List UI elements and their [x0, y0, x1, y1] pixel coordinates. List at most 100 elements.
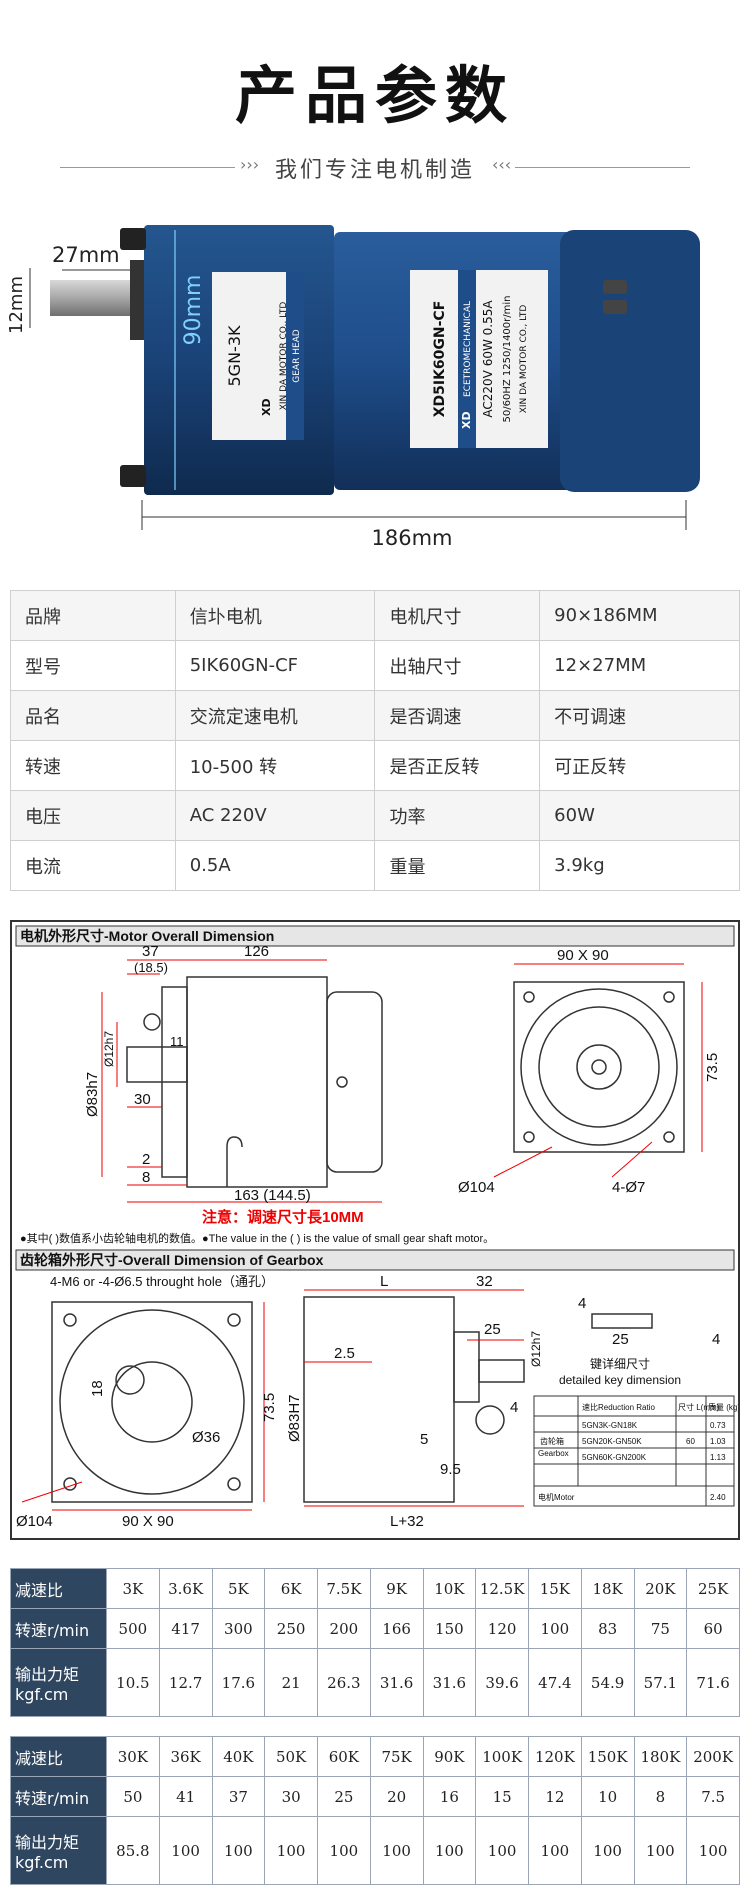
motor-label-brand: XD — [460, 411, 473, 429]
ratio-row-cell: 9K — [369, 1568, 424, 1609]
dim-2-5: 2.5 — [334, 1345, 355, 1362]
motor-note-red: 注意：调速尺寸長10MM — [202, 1208, 364, 1226]
speed-row-cell: 200 — [317, 1608, 371, 1649]
ratio-row-cell: 12.5K — [475, 1568, 529, 1609]
dim-163: 163 (144.5) — [234, 1187, 311, 1204]
mini-motor-label: 电机Motor — [538, 1492, 575, 1502]
motor-label-line1: ECETROMECHANICAL — [463, 301, 473, 397]
torque-row-label-line: kgf.cm — [15, 1853, 69, 1872]
torque-row-cell: 57.1 — [633, 1648, 688, 1717]
ratio-row-cell: 7.5K — [317, 1568, 371, 1609]
motor-note: ●其中( )数值系小齿轮轴电机的数值。●The value in the ( )… — [20, 1231, 494, 1245]
spec-key: 电机尺寸 — [374, 590, 541, 641]
spec-key: 品名 — [10, 690, 176, 741]
dim-90x90-motor: 90 X 90 — [557, 947, 609, 964]
motor-label-band — [458, 270, 476, 448]
speed-row-cell: 150 — [422, 1608, 477, 1649]
speed-row-cell: 500 — [106, 1608, 160, 1649]
torque-row-cell: 100 — [580, 1816, 635, 1885]
speed-row-cell: 300 — [211, 1608, 266, 1649]
dim-L32: L+32 — [390, 1513, 424, 1530]
dim-4-7: 4-Ø7 — [612, 1179, 645, 1196]
dim-11: 11 — [170, 1034, 184, 1049]
dim-83H7: Ø83H7 — [286, 1394, 303, 1442]
dimension-drawing: 电机外形尺寸-Motor Overall Dimension — [10, 920, 740, 1540]
dim-73-5-gear: 73.5 — [261, 1393, 278, 1422]
torque-row-cell: 21 — [264, 1648, 318, 1717]
speed-row-cell: 37 — [211, 1776, 266, 1817]
spec-value: 信圤电机 — [174, 590, 376, 641]
shaft — [50, 280, 132, 316]
speed-row-cell: 16 — [422, 1776, 477, 1817]
torque-row-label-line: 输出力矩 — [15, 1833, 80, 1852]
torque-row-cell: 100 — [633, 1816, 688, 1885]
spec-value: 可正反转 — [539, 740, 740, 791]
spec-row: 品名交流定速电机是否调速不可调速 — [10, 690, 740, 741]
spec-value: 3.9kg — [539, 840, 740, 891]
terminal — [603, 280, 627, 294]
speed-row-cell: 166 — [369, 1608, 424, 1649]
speed-row-cell: 120 — [475, 1608, 529, 1649]
dim-shaft-diameter: 12mm — [6, 276, 27, 334]
page-title: 产品参数 — [234, 59, 515, 132]
torque-row-label-line: 输出力矩 — [15, 1665, 80, 1684]
speed-row-cell: 15 — [475, 1776, 529, 1817]
divider-right — [515, 167, 690, 168]
dim-18: 18 — [89, 1380, 106, 1397]
torque-row-cell: 26.3 — [317, 1648, 371, 1717]
dim-gear-12h7: Ø12h7 — [529, 1331, 543, 1367]
gear-label-brand: XD — [260, 398, 273, 416]
torque-row-cell: 100 — [686, 1816, 740, 1885]
dim-5: 5 — [420, 1431, 428, 1448]
gear-front-flange — [51, 1301, 253, 1503]
speed-row-cell: 12 — [528, 1776, 582, 1817]
speed-row-cell: 250 — [264, 1608, 318, 1649]
ratio-row-cell: 20K — [633, 1568, 688, 1609]
motor-illustration: 5GN-3K XD XIN DA MOTOR CO., LTD GEAR HEA… — [6, 225, 700, 550]
ratio-row-label: 减速比 — [10, 1736, 107, 1777]
spec-value: 5IK60GN-CF — [174, 640, 376, 691]
motor-front-flange — [513, 981, 685, 1153]
ratio-row-cell: 150K — [580, 1736, 635, 1777]
mini-group-en: Gearbox — [538, 1449, 569, 1458]
dim-8: 8 — [142, 1169, 150, 1186]
mini-col-weight: 质量 (kg) — [708, 1402, 738, 1412]
speed-row-cell: 60 — [686, 1608, 740, 1649]
ratio-row-cell: 3.6K — [158, 1568, 213, 1609]
mini-row-weight: 0.73 — [710, 1421, 726, 1430]
torque-row-cell: 100 — [211, 1816, 266, 1885]
ratio-row-cell: 100K — [475, 1736, 529, 1777]
speed-row-cell: 8 — [633, 1776, 688, 1817]
motor-label-model: XD5IK60GN-CF — [432, 301, 448, 418]
ratio-row-label: 减速比 — [10, 1568, 107, 1609]
ratio-row-cell: 18K — [580, 1568, 635, 1609]
torque-row-cell: 100 — [369, 1816, 424, 1885]
key-caption-en: detailed key dimension — [559, 1373, 681, 1387]
mini-motor-weight: 2.40 — [710, 1493, 726, 1502]
dim-key-4a: 4 — [578, 1295, 586, 1312]
speed-row-label: 转速r/min — [10, 1776, 107, 1817]
mini-col-size: 尺寸 L(mm) — [678, 1402, 720, 1412]
spec-value: 0.5A — [174, 840, 376, 891]
dim-36: Ø36 — [192, 1429, 220, 1446]
torque-row-cell: 10.5 — [106, 1648, 160, 1717]
spec-value: 交流定速电机 — [174, 690, 376, 741]
ratio-row-cell: 3K — [106, 1568, 160, 1609]
mini-col-ratio: 速比Reduction Ratio — [582, 1402, 655, 1412]
mini-row-weight: 1.13 — [710, 1453, 726, 1462]
ratio-row-cell: 5K — [211, 1568, 266, 1609]
speed-row-cell: 50 — [106, 1776, 160, 1817]
dim-12h7: Ø12h7 — [102, 1031, 116, 1067]
mini-group-cn: 齿轮箱 — [540, 1436, 564, 1446]
spec-key: 电流 — [10, 840, 176, 891]
ratio-row-cell: 120K — [528, 1736, 582, 1777]
page-subtitle: 我们专注电机制造 — [274, 158, 475, 183]
dim-9-5: 9.5 — [440, 1461, 461, 1478]
